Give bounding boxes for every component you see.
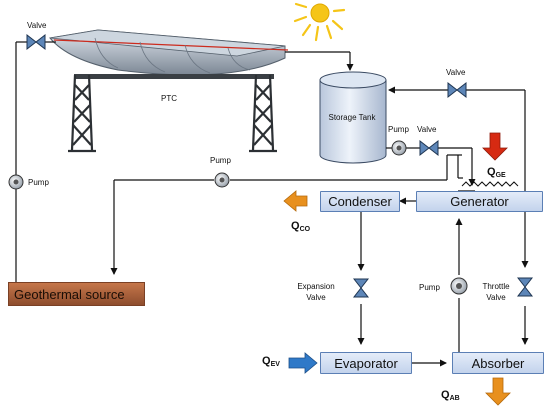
ptc-label: PTC: [161, 94, 177, 103]
valve-ptc-label: Valve: [27, 21, 47, 30]
pump-left-label: Pump: [28, 178, 49, 187]
pump-middle-icon: [214, 172, 230, 188]
evaporator-box: Evaporator: [320, 352, 412, 374]
valve-tank-label: Valve: [417, 125, 437, 134]
storage-tank-label: Storage Tank: [328, 113, 376, 122]
pump-absorber-label: Pump: [419, 283, 440, 292]
condenser-box: Condenser: [320, 191, 400, 212]
q-co-label: QCO: [291, 220, 311, 233]
q-ab-label: QAB: [441, 389, 460, 402]
valve-return-icon: [447, 81, 467, 99]
pump-tank-icon: [391, 140, 407, 156]
sun-icon: [293, 2, 346, 42]
valve-tank-icon: [419, 139, 439, 157]
valve-return-label: Valve: [446, 68, 466, 77]
storage-tank: [319, 71, 387, 164]
heat-in-evaporator-arrow: [288, 352, 318, 374]
ptc-collector: [49, 29, 289, 153]
geothermal-source-box: Geothermal source: [8, 282, 145, 306]
heat-out-absorber-arrow: [485, 377, 511, 406]
heat-in-generator-arrow: [482, 132, 508, 161]
pump-tank-label: Pump: [388, 125, 409, 134]
heat-transfer-wave: [461, 181, 519, 187]
pump-absorber-icon: [450, 277, 468, 295]
pump-left-icon: [8, 174, 24, 190]
expansion-valve-icon: [352, 278, 370, 298]
throttle-valve-icon: [516, 277, 534, 297]
q-ev-label: QEV: [262, 355, 280, 368]
throttle-valve-label: Throttle Valve: [482, 282, 510, 302]
valve-ptc-icon: [26, 33, 46, 51]
generator-box: Generator: [416, 191, 543, 212]
absorber-box: Absorber: [452, 352, 544, 374]
pump-middle-label: Pump: [210, 156, 231, 165]
expansion-valve-label: Expansion Valve: [297, 282, 335, 302]
q-ge-label: QGE: [487, 166, 506, 179]
heat-out-condenser-arrow: [283, 190, 308, 212]
